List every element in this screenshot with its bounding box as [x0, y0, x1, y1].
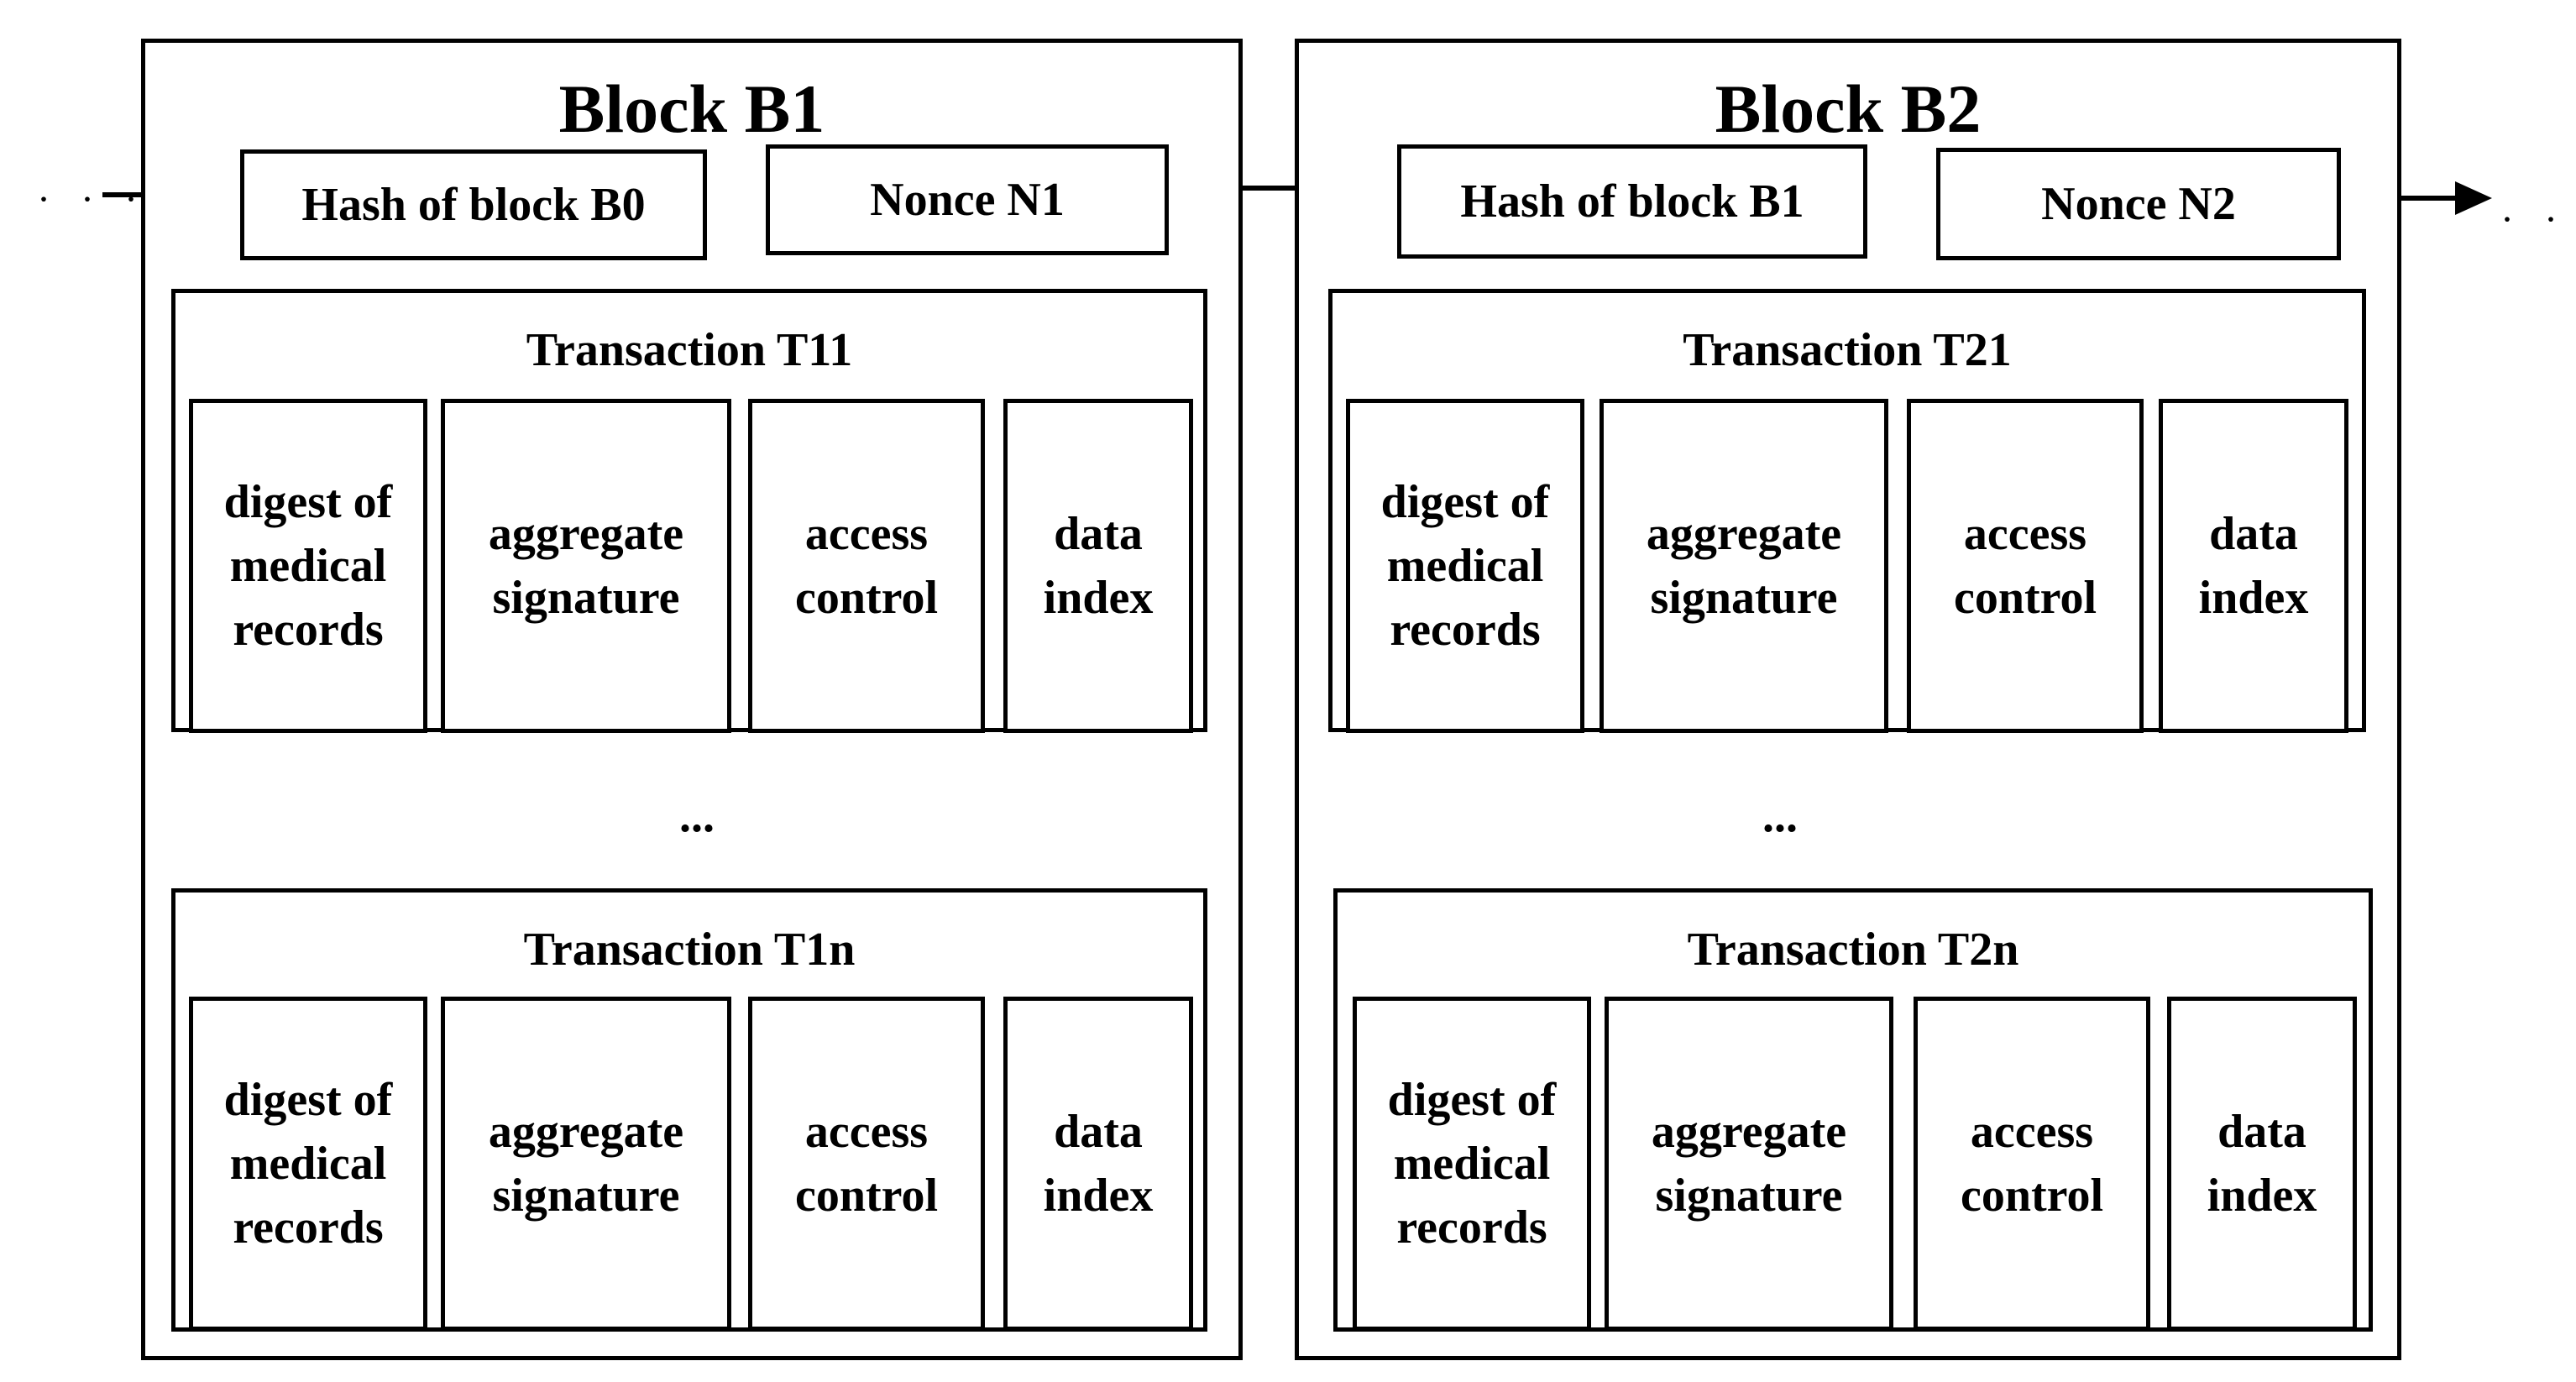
field-data-index: data index: [1003, 997, 1193, 1331]
field-access-control: access control: [748, 997, 985, 1331]
transaction-title: Transaction T2n: [1687, 924, 2019, 976]
continuation-left-ellipsis: · · ·: [37, 177, 148, 222]
nonce-box: Nonce N1: [766, 144, 1169, 255]
transaction-box: Transaction T21 digest of medical record…: [1328, 289, 2366, 733]
transaction-title: Transaction T11: [526, 324, 853, 376]
nonce-box: Nonce N2: [1936, 148, 2341, 260]
field-access-control: access control: [1907, 399, 2144, 733]
transaction-title: Transaction T21: [1683, 324, 2012, 376]
field-data-index: data index: [2167, 997, 2357, 1331]
field-aggregate-signature: aggregate signature: [441, 997, 731, 1331]
field-aggregate-signature: aggregate signature: [441, 399, 731, 733]
transaction-box: Transaction T1n digest of medical record…: [171, 888, 1207, 1332]
field-aggregate-signature: aggregate signature: [1600, 399, 1888, 733]
field-data-index: data index: [2159, 399, 2348, 733]
block-title: Block B1: [558, 71, 825, 147]
continuation-right-ellipsis: · · ·: [2500, 197, 2576, 242]
hash-prev-block-box: Hash of block B0: [240, 149, 707, 260]
transaction-title: Transaction T1n: [523, 924, 856, 976]
arrow-out-of-block-b2: [2395, 181, 2492, 215]
field-aggregate-signature: aggregate signature: [1605, 997, 1893, 1331]
hash-prev-block-box: Hash of block B1: [1397, 144, 1867, 259]
field-digest-of-medical-records: digest of medical records: [1353, 997, 1591, 1331]
field-digest-of-medical-records: digest of medical records: [1346, 399, 1584, 733]
block-title: Block B2: [1715, 71, 1982, 147]
field-digest-of-medical-records: digest of medical records: [189, 399, 427, 733]
more-transactions-ellipsis: ...: [1762, 790, 1798, 842]
field-access-control: access control: [1914, 997, 2150, 1331]
field-digest-of-medical-records: digest of medical records: [189, 997, 427, 1331]
transaction-box: Transaction T2n digest of medical record…: [1333, 888, 2373, 1332]
field-data-index: data index: [1003, 399, 1193, 733]
more-transactions-ellipsis: ...: [679, 790, 715, 842]
transaction-box: Transaction T11 digest of medical record…: [171, 289, 1207, 733]
field-access-control: access control: [748, 399, 985, 733]
